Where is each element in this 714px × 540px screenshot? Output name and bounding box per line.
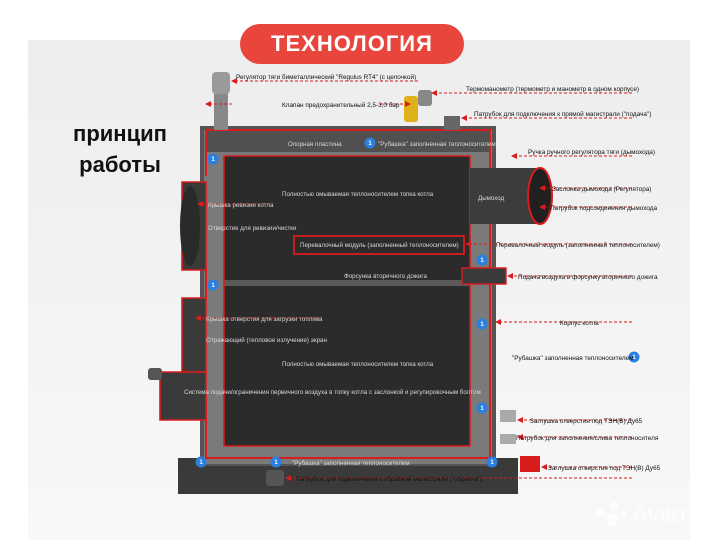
top-fittings [212, 72, 460, 130]
label-plug-top: Заглушка отверстия под ТЭН(В) Ду65 [530, 418, 643, 425]
inner-inspection-cover: Крышка ревизии котла [208, 202, 274, 209]
svg-text:1: 1 [274, 460, 278, 466]
svg-text:1: 1 [211, 283, 215, 289]
loading-door [148, 297, 207, 421]
label-module-right: Перевалочный модуль (заполненный теплоно… [496, 241, 660, 249]
label-air-supply: Подача воздуха в форсунку вторичного дож… [518, 274, 658, 281]
svg-text:1: 1 [211, 157, 215, 163]
label-thermomanometer: Термоманометр (термометр и манометр в од… [466, 86, 639, 93]
inner-module: Перевалочный модуль (заполненный теплоно… [300, 242, 459, 249]
inspection-cover [180, 181, 207, 271]
svg-text:1: 1 [632, 355, 636, 361]
transfer-module [293, 235, 465, 255]
label-supply-pipe: Патрубок для подключения к прямой магист… [474, 110, 651, 118]
boiler-body [178, 126, 518, 494]
badges: 1 1 1 1 1 1 1 1 1 1 [195, 137, 640, 468]
inner-inspection-hole: Отверстие для ревизии/чистки [208, 225, 297, 232]
label-valve: Клапан предохранительный 2,5-3,0 бар [282, 101, 400, 109]
inner-nozzle: Форсунка вторичного дожига [344, 273, 428, 280]
label-jacket-right: "Рубашка" заполненная теплоносителем [512, 354, 634, 362]
plug-bottom [520, 456, 540, 472]
label-body: Корпус котла [560, 320, 599, 327]
nozzle [461, 267, 507, 285]
svg-text:1: 1 [480, 406, 484, 412]
label-fill-drain: Патрубок для заполнения/слива теплоносит… [516, 434, 659, 442]
side-caption-line2: работы [79, 152, 161, 177]
svg-text:1: 1 [480, 322, 484, 328]
plug-top [500, 410, 516, 422]
svg-text:1: 1 [199, 460, 203, 466]
svg-text:1: 1 [490, 460, 494, 466]
label-damper-handle: Ручка ручного регулятора тяги (дымохода) [528, 149, 655, 156]
inner-jacket-bottom: "Рубашка" заполненная теплоносителем [292, 460, 410, 467]
inner-chimney: Дымоход [478, 195, 505, 202]
label-chimney-pipe: Патрубок подсоединения дымохода [550, 204, 657, 212]
watermark-text: Avito [632, 501, 685, 528]
inner-jacket-top: "Рубашка" заполненная теплоносителем [378, 141, 496, 148]
leader-lines [195, 78, 632, 481]
label-plug-bottom: Заглушка отверстия под ТЭН(В) Ду65 [548, 465, 661, 472]
inner-firebox-bottom: Полностью омываемая теплоносителем топка… [282, 361, 434, 368]
label-return-pipe: Патрубок для подключения к обратной маги… [296, 475, 484, 483]
inner-firebox-top: Полностью омываемая теплоносителем топка… [282, 191, 434, 198]
title-badge: ТЕХНОЛОГИЯ [240, 24, 464, 64]
return-pipe [266, 470, 284, 486]
title: ТЕХНОЛОГИЯ [271, 31, 433, 56]
inner-screen: Отражающий (тепловое излучение) экран [206, 337, 327, 344]
side-caption-line1: принцип [73, 121, 167, 146]
watermark: Avito [595, 501, 685, 528]
svg-text:1: 1 [480, 258, 484, 264]
label-regulator: Регулятор тяги биметаллический "Regulus … [236, 73, 416, 81]
label-damper: Заслонка дымохода (Регулятора) [552, 186, 651, 193]
inner-load-cover: Крышка отверстия для загрузки топлива [206, 316, 323, 323]
svg-text:1: 1 [368, 141, 372, 147]
side-caption: принцип работы [60, 118, 180, 180]
inner-support-plate: Опорная пластина [288, 141, 342, 148]
fill-drain-pipe [500, 434, 516, 444]
chimney [470, 167, 553, 225]
inner-air-system: Система подачи/ограничения первичного во… [184, 389, 481, 396]
